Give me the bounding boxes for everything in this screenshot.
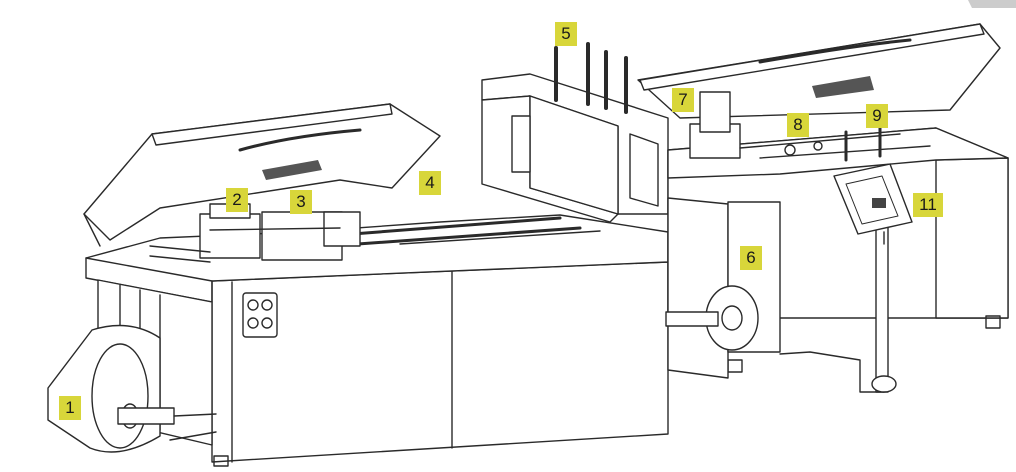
left-machine-body: [85, 214, 669, 467]
callout-1: 1: [59, 396, 81, 420]
central-gantry: [481, 42, 669, 223]
callout-3: 3: [290, 190, 312, 214]
callout-2: 2: [226, 188, 248, 212]
callout-9: 9: [866, 104, 888, 128]
callout-6: 6: [740, 246, 762, 270]
operator-panel: [833, 163, 913, 245]
callout-4: 4: [419, 171, 441, 195]
callout-11: 11: [913, 193, 943, 217]
callout-5: 5: [555, 22, 577, 46]
callout-8: 8: [787, 113, 809, 137]
callout-7: 7: [672, 88, 694, 112]
film-roll-right: [665, 197, 897, 393]
corner-fragment: [968, 0, 1016, 8]
left-lid: [83, 103, 441, 247]
film-roll-left: [47, 324, 217, 453]
